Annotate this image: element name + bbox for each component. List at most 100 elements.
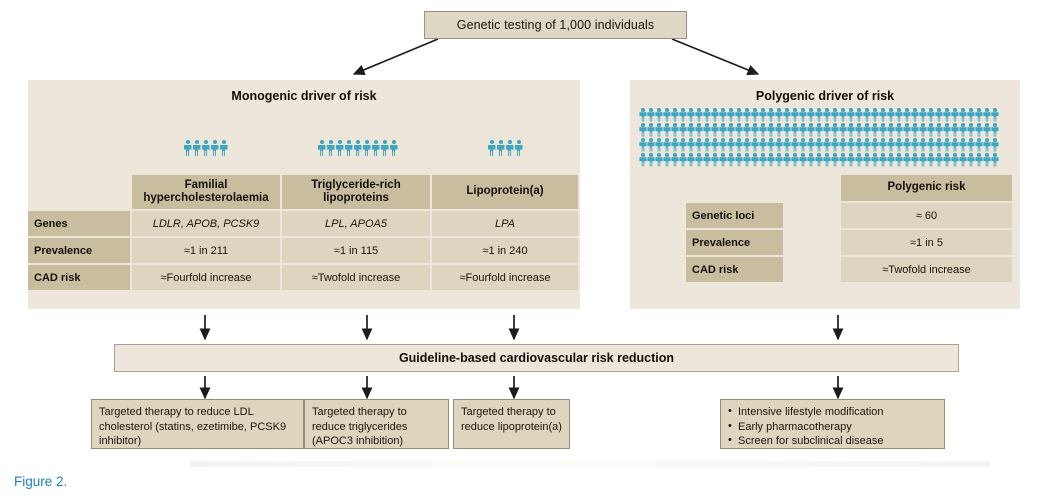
- person-icon: [991, 108, 999, 122]
- person-icon: [663, 138, 671, 152]
- person-icon: [719, 123, 727, 137]
- person-icon: [799, 123, 807, 137]
- person-icon: [655, 153, 663, 167]
- person-icon: [855, 138, 863, 152]
- person-icon: [895, 153, 903, 167]
- table-corner-cell: [686, 175, 785, 203]
- person-icon: [751, 108, 759, 122]
- person-icon: [799, 138, 807, 152]
- person-icon: [655, 138, 663, 152]
- person-icon: [791, 108, 799, 122]
- person-icon: [735, 138, 743, 152]
- person-icon: [727, 123, 735, 137]
- person-icon: [719, 108, 727, 122]
- person-icon: [895, 123, 903, 137]
- table-cell: ≈ 60: [841, 203, 1014, 230]
- person-icon: [895, 138, 903, 152]
- person-icon: [863, 123, 871, 137]
- person-icon: [735, 123, 743, 137]
- people-grid-polygenic: [639, 108, 1011, 168]
- person-icon: [791, 123, 799, 137]
- person-icon: [879, 123, 887, 137]
- person-icon: [975, 153, 983, 167]
- therapy-box-lipoprotein-a: Targeted therapy to reduce lipoprotein(a…: [453, 399, 570, 449]
- person-icon: [839, 153, 847, 167]
- person-icon: [695, 108, 703, 122]
- guideline-bar: Guideline-based cardiovascular risk redu…: [114, 344, 959, 372]
- person-icon: [975, 138, 983, 152]
- person-icon: [759, 138, 767, 152]
- table-row: Prevalence≈1 in 5: [686, 230, 1014, 257]
- person-icon: [983, 138, 991, 152]
- person-icon: [879, 153, 887, 167]
- person-icon: [783, 138, 791, 152]
- person-icon: [775, 123, 783, 137]
- person-icon: [663, 153, 671, 167]
- genetic-testing-label: Genetic testing of 1,000 individuals: [456, 18, 655, 32]
- person-icon: [815, 138, 823, 152]
- person-icon: [711, 123, 719, 137]
- person-icon: [647, 138, 655, 152]
- polygenic-actions-box: Intensive lifestyle modificationEarly ph…: [720, 399, 945, 449]
- list-item: Screen for subclinical disease: [728, 433, 937, 449]
- person-icon: [671, 138, 679, 152]
- person-icon: [655, 108, 663, 122]
- person-icon: [496, 140, 505, 157]
- guideline-label: Guideline-based cardiovascular risk redu…: [398, 351, 675, 365]
- person-icon: [919, 138, 927, 152]
- people-group-lipoprotein-a: [487, 140, 523, 157]
- person-icon: [353, 140, 362, 157]
- person-icon: [927, 108, 935, 122]
- person-icon: [927, 138, 935, 152]
- therapy-box-ldl-text: Targeted therapy to reduce LDL cholester…: [99, 406, 287, 448]
- person-icon: [505, 140, 514, 157]
- person-icon: [871, 153, 879, 167]
- person-icon: [671, 108, 679, 122]
- person-icon: [951, 138, 959, 152]
- person-icon: [911, 138, 919, 152]
- people-row: [639, 108, 1011, 122]
- person-icon: [935, 153, 943, 167]
- person-icon: [943, 123, 951, 137]
- person-icon: [703, 123, 711, 137]
- people-row: [639, 153, 1011, 167]
- person-icon: [639, 153, 647, 167]
- person-icon: [711, 153, 719, 167]
- person-icon: [791, 153, 799, 167]
- person-icon: [823, 153, 831, 167]
- person-icon: [639, 138, 647, 152]
- person-icon: [759, 123, 767, 137]
- person-icon: [679, 153, 687, 167]
- person-icon: [735, 108, 743, 122]
- table-row-label: CAD risk: [686, 257, 785, 284]
- person-icon: [831, 123, 839, 137]
- person-icon: [975, 108, 983, 122]
- person-icon: [903, 123, 911, 137]
- person-icon: [639, 108, 647, 122]
- table-row-label: Prevalence: [28, 238, 132, 265]
- table-row: Genetic loci ≈ 60: [686, 203, 1014, 230]
- person-icon: [799, 153, 807, 167]
- table-column-header: Polygenic risk: [841, 175, 1014, 203]
- person-icon: [967, 108, 975, 122]
- table-row-label: Genetic loci: [686, 203, 785, 230]
- person-icon: [751, 123, 759, 137]
- table-header-row: Polygenic risk: [686, 175, 1014, 203]
- person-icon: [983, 153, 991, 167]
- person-icon: [943, 108, 951, 122]
- person-icon: [344, 140, 353, 157]
- person-icon: [695, 153, 703, 167]
- person-icon: [671, 123, 679, 137]
- person-icon: [775, 138, 783, 152]
- person-icon: [991, 138, 999, 152]
- person-icon: [831, 108, 839, 122]
- person-icon: [983, 108, 991, 122]
- person-icon: [839, 138, 847, 152]
- person-icon: [663, 108, 671, 122]
- table-cell: ≈Twofold increase: [841, 257, 1014, 284]
- people-row: [639, 123, 1011, 137]
- table-column-header: Lipoprotein(a): [432, 175, 580, 211]
- person-icon: [719, 138, 727, 152]
